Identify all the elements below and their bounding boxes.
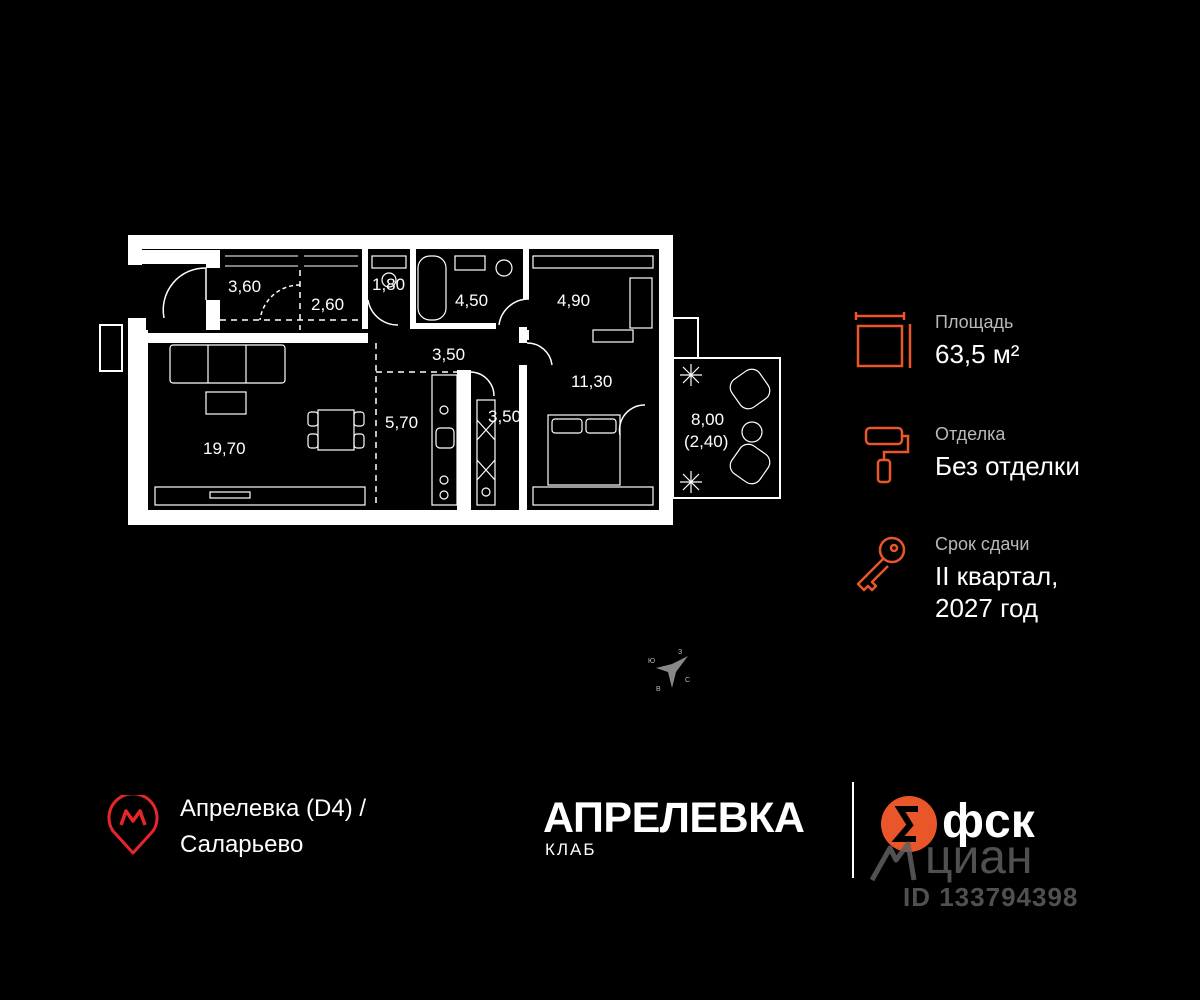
delivery-year: 2027 год [935,593,1039,623]
room-area-wc: 1,80 [372,275,405,294]
room-area-bedroom: 11,30 [571,372,612,391]
compass-east: В [656,686,661,693]
watermark-icon [869,841,917,882]
room-area-living: 19,70 [203,439,246,458]
metro-station-secondary: Саларьево [180,831,304,858]
room-area-entry: 3,60 [228,277,261,296]
area-label: Площадь [935,312,1014,332]
metro-station-primary: Апрелевка (D4) / [180,795,367,822]
inner-walls [148,249,529,510]
wardrobe-hatch [225,255,358,267]
logo-divider [852,782,854,878]
room-area-kitchen: 5,70 [385,413,418,432]
plants [680,364,702,493]
room-labels: 3,60 2,60 1,80 4,50 4,90 3,50 19,70 5,70… [203,275,728,458]
key-icon [856,536,906,592]
area-icon [854,312,912,368]
developer-logo-icon [881,796,937,852]
compass-west: З [678,649,682,656]
delivery-quarter: II квартал, [935,561,1059,591]
doors [162,267,646,436]
area-value: 63,5 м² [935,339,1020,369]
room-area-hall: 2,60 [311,295,344,314]
watermark-name: циан [925,831,1033,884]
project-subtitle: КЛАБ [545,840,597,859]
room-area-wardrobe: 4,90 [557,291,590,310]
delivery-label: Срок сдачи [935,534,1030,554]
project-name: АПРЕЛЕВКА [543,794,805,842]
room-area-balcony: 8,00 [691,410,724,429]
room-area-storage: 3,50 [488,407,521,426]
developer-name: фск [942,795,1035,848]
project-logo: АПРЕЛЕВКА КЛАБ [543,794,805,859]
compass-north: С [685,677,690,684]
room-area-corridor: 3,50 [432,345,465,364]
delivery-value: II квартал, 2027 год [935,560,1058,624]
paint-roller-icon [864,426,910,484]
metro-pin-icon [107,795,159,855]
compass: Ю З С В [648,649,690,693]
finish-label: Отделка [935,424,1006,444]
windows [99,317,781,499]
finish-value: Без отделки [935,451,1080,481]
room-area-balcony-reduced: (2,40) [684,432,728,451]
furniture [154,255,771,506]
compass-south: Ю [648,658,655,665]
room-area-bathroom: 4,50 [455,291,488,310]
zone-lines [220,270,457,505]
outer-walls [128,235,673,525]
watermark-id: ID 133794398 [903,882,1079,912]
